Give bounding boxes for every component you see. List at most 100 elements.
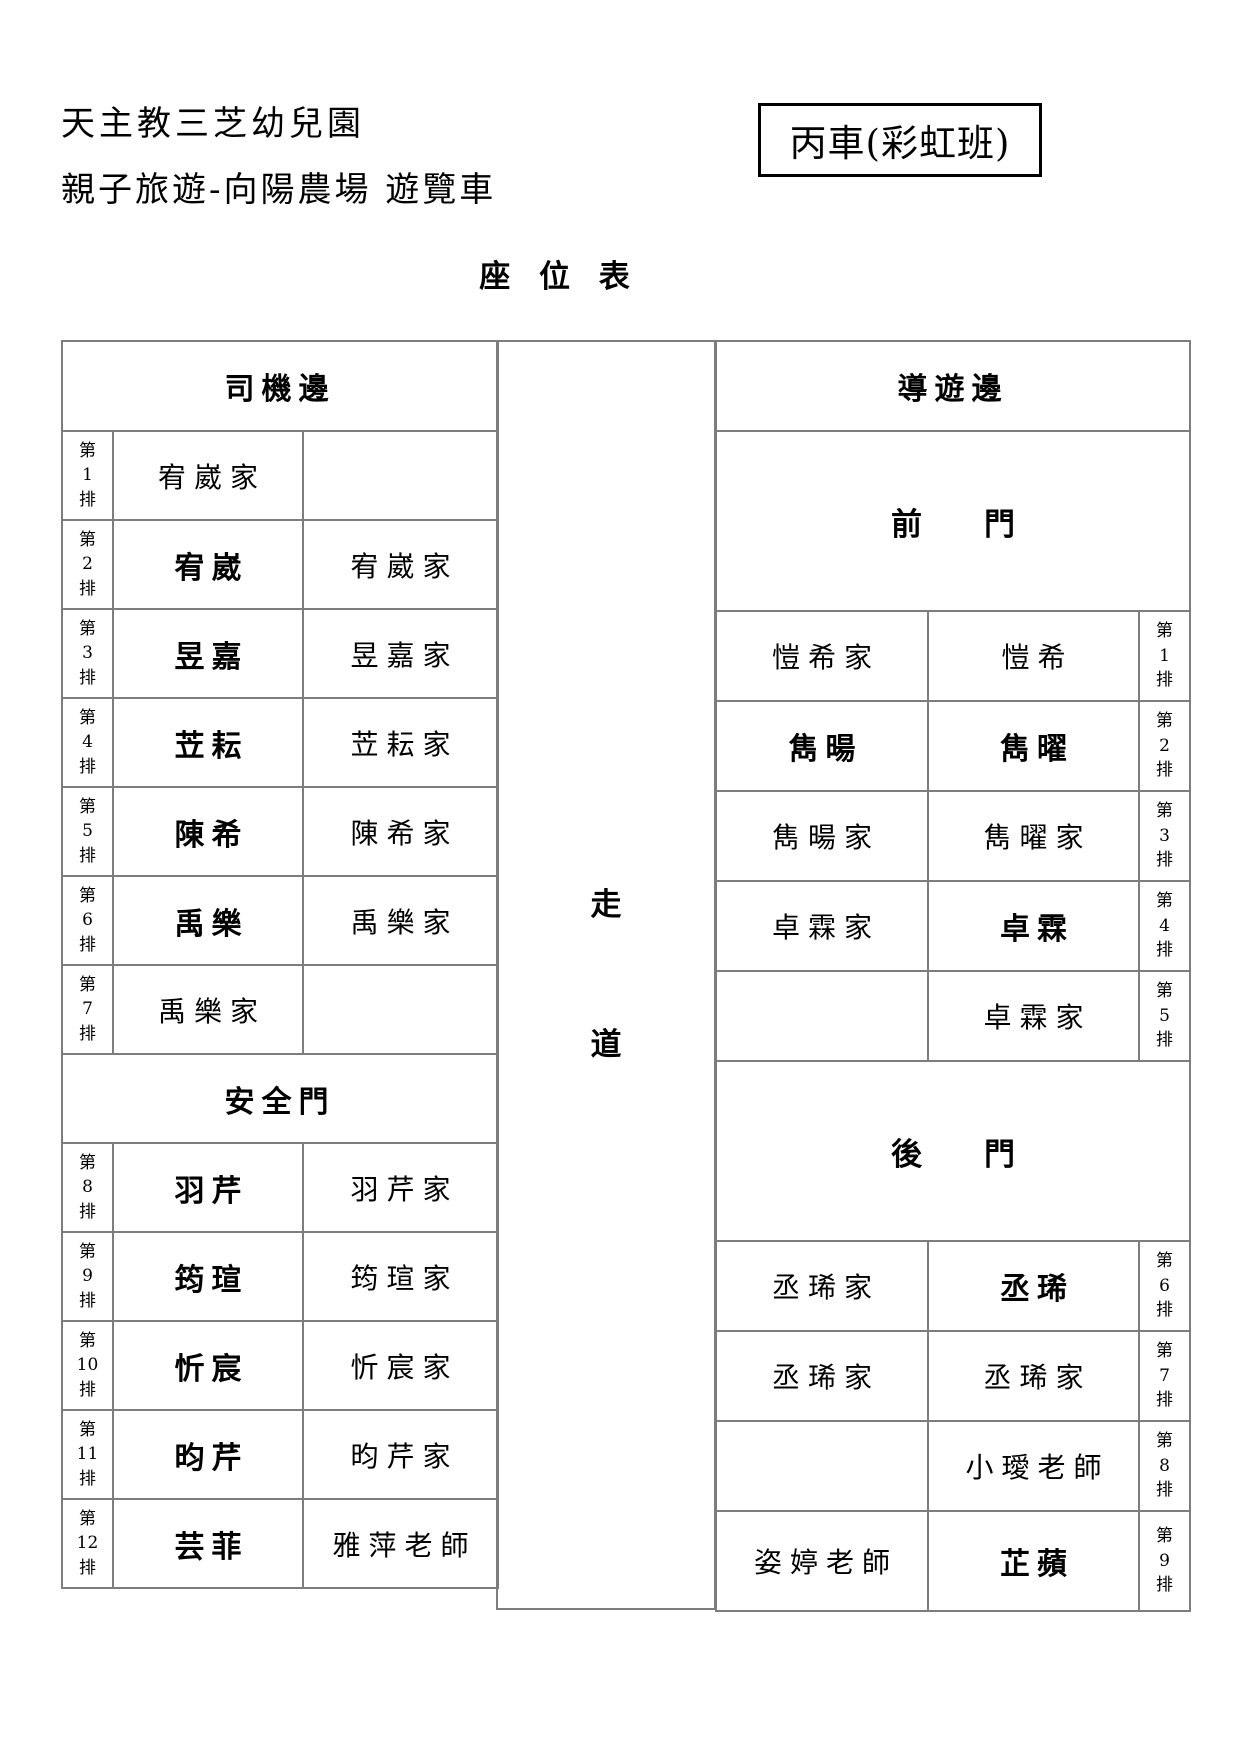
table-row: 第 3 排 昱嘉 昱嘉家 — [61, 608, 500, 699]
table-row: 安全門 — [60, 1053, 500, 1144]
table-row: 第 9 排 筠瑄 筠瑄家 — [61, 1231, 500, 1322]
table-row: 丞琋家 丞琋 第 6 排 — [715, 1240, 1192, 1332]
school-name: 天主教三芝幼兒園 — [61, 104, 365, 144]
seat-cell: 宥崴家 — [301, 519, 500, 610]
row-label: 第 2 排 — [1137, 700, 1192, 792]
table-row: 第 12 排 芸菲 雅萍老師 — [61, 1498, 500, 1589]
safety-door-cell: 安全門 — [60, 1053, 500, 1144]
seat-cell: 昱嘉 — [112, 608, 304, 699]
seat-cell: 丞琋 — [927, 1240, 1140, 1332]
table-row: 後 門 — [714, 1060, 1192, 1242]
seat-cell: 苙耘 — [112, 697, 304, 788]
seat-cell: 丞琋家 — [927, 1330, 1140, 1422]
seat-cell — [301, 964, 500, 1055]
row-label: 第 9 排 — [61, 1231, 114, 1322]
table-row: 雋暘家 雋曜家 第 3 排 — [715, 790, 1192, 882]
seat-cell: 卓霖家 — [927, 970, 1140, 1062]
seat-cell: 宥崴 — [112, 519, 304, 610]
seat-cell: 筠瑄家 — [301, 1231, 500, 1322]
rear-door-cell: 後 門 — [714, 1060, 1192, 1242]
seat-cell: 昀芹 — [112, 1409, 304, 1500]
seat-cell — [301, 430, 500, 521]
seat-cell: 陳希家 — [301, 786, 500, 877]
seat-cell: 羽芹家 — [301, 1142, 500, 1233]
table-row: 第 4 排 苙耘 苙耘家 — [61, 697, 500, 788]
driver-side-header: 司機邊 — [60, 340, 500, 432]
seat-cell: 芷蘋 — [927, 1510, 1140, 1612]
row-label: 第 5 排 — [1137, 970, 1192, 1062]
row-label: 第 3 排 — [61, 608, 114, 699]
seat-cell: 姿婷老師 — [715, 1510, 929, 1612]
row-label: 第 3 排 — [1137, 790, 1192, 882]
table-row: 第 7 排 禹樂家 — [61, 964, 500, 1055]
row-label: 第 6 排 — [1137, 1240, 1192, 1332]
bus-label: 丙車(彩虹班) — [789, 122, 1011, 165]
row-label: 第 8 排 — [1137, 1420, 1192, 1512]
table-row: 卓霖家 第 5 排 — [715, 970, 1192, 1062]
seat-cell: 禹樂家 — [301, 875, 500, 966]
row-label: 第 1 排 — [1137, 610, 1192, 702]
table-row: 姿婷老師 芷蘋 第 9 排 — [715, 1510, 1192, 1612]
seat-cell: 禹樂家 — [112, 964, 304, 1055]
seat-cell: 愷希家 — [715, 610, 929, 702]
seat-cell: 芸菲 — [112, 1498, 304, 1589]
row-label: 第 8 排 — [61, 1142, 114, 1233]
seat-cell — [715, 970, 929, 1062]
seat-cell: 卓霖 — [927, 880, 1140, 972]
guide-side-header: 導遊邊 — [714, 340, 1192, 432]
seat-cell: 丞琋家 — [715, 1330, 929, 1422]
seat-cell: 禹樂 — [112, 875, 304, 966]
seat-cell: 宥崴家 — [112, 430, 304, 521]
aisle-label: 走 道 — [590, 887, 622, 1063]
trip-title: 親子旅遊-向陽農場 遊覽車 — [61, 170, 497, 210]
table-row: 雋暘 雋曜 第 2 排 — [715, 700, 1192, 792]
bus-label-box: 丙車(彩虹班) — [758, 103, 1042, 177]
table-row: 第 10 排 忻宸 忻宸家 — [61, 1320, 500, 1411]
chart-title: 座 位 表 — [479, 259, 639, 295]
row-label: 第 12 排 — [61, 1498, 114, 1589]
aisle-column: 走 道 — [496, 340, 716, 1610]
seat-cell: 雋暘 — [715, 700, 929, 792]
table-row: 第 8 排 羽芹 羽芹家 — [61, 1142, 500, 1233]
seat-cell: 愷希 — [927, 610, 1140, 702]
row-label: 第 4 排 — [61, 697, 114, 788]
table-row: 卓霖家 卓霖 第 4 排 — [715, 880, 1192, 972]
seat-cell: 筠瑄 — [112, 1231, 304, 1322]
seat-cell: 雋暘家 — [715, 790, 929, 882]
row-label: 第 6 排 — [61, 875, 114, 966]
table-row: 第 11 排 昀芹 昀芹家 — [61, 1409, 500, 1500]
row-label: 第 7 排 — [1137, 1330, 1192, 1422]
row-label: 第 1 排 — [61, 430, 114, 521]
seat-cell — [715, 1420, 929, 1512]
seat-cell: 忻宸 — [112, 1320, 304, 1411]
table-row: 愷希家 愷希 第 1 排 — [715, 610, 1192, 702]
seat-cell: 苙耘家 — [301, 697, 500, 788]
table-row: 第 6 排 禹樂 禹樂家 — [61, 875, 500, 966]
seat-cell: 雅萍老師 — [301, 1498, 500, 1589]
table-row: 第 5 排 陳希 陳希家 — [61, 786, 500, 877]
seat-cell: 陳希 — [112, 786, 304, 877]
seat-cell: 昱嘉家 — [301, 608, 500, 699]
table-row: 第 1 排 宥崴家 — [61, 430, 500, 521]
row-label: 第 5 排 — [61, 786, 114, 877]
table-row: 第 2 排 宥崴 宥崴家 — [61, 519, 500, 610]
seat-cell: 忻宸家 — [301, 1320, 500, 1411]
table-row: 丞琋家 丞琋家 第 7 排 — [715, 1330, 1192, 1422]
front-door-cell: 前 門 — [714, 430, 1192, 612]
table-row: 導遊邊 — [714, 340, 1192, 432]
row-label: 第 2 排 — [61, 519, 114, 610]
row-label: 第 7 排 — [61, 964, 114, 1055]
row-label: 第 10 排 — [61, 1320, 114, 1411]
seat-cell: 羽芹 — [112, 1142, 304, 1233]
seat-cell: 昀芹家 — [301, 1409, 500, 1500]
seat-cell: 雋曜家 — [927, 790, 1140, 882]
table-row: 小璦老師 第 8 排 — [715, 1420, 1192, 1512]
seat-cell: 卓霖家 — [715, 880, 929, 972]
table-row: 前 門 — [714, 430, 1192, 612]
seat-cell: 丞琋家 — [715, 1240, 929, 1332]
row-label: 第 9 排 — [1137, 1510, 1192, 1612]
row-label: 第 11 排 — [61, 1409, 114, 1500]
seat-cell: 雋曜 — [927, 700, 1140, 792]
row-label: 第 4 排 — [1137, 880, 1192, 972]
